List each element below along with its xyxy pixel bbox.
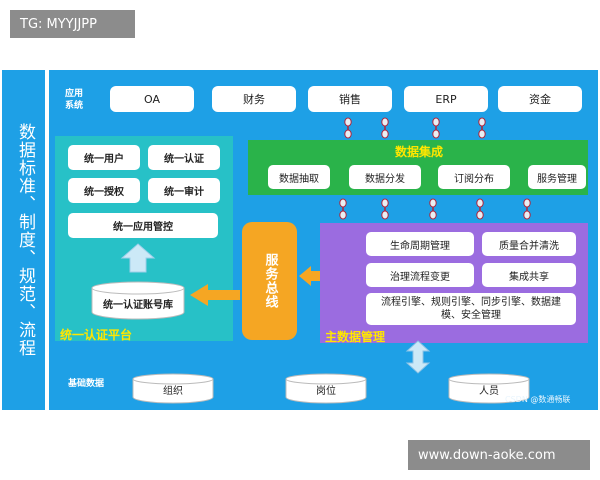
connector-icon xyxy=(339,198,347,220)
connector-icon xyxy=(523,198,531,220)
integration-item-2: 订阅分布 xyxy=(438,165,510,189)
service-bus-label: 服务总线 xyxy=(262,253,278,309)
connector-icon xyxy=(381,117,389,139)
base-item-1: 岗位 xyxy=(316,386,336,397)
mdm-item-3: 集成共享 xyxy=(482,263,576,287)
integration-title: 数据集成 xyxy=(395,145,444,159)
app-control-box: 统一应用管控 xyxy=(68,213,218,238)
mdm-engine-box: 流程引擎、规则引擎、同步引擎、数据建模、安全管理 xyxy=(366,293,576,325)
database-icon xyxy=(285,373,367,404)
side-label: 数据标准、制度、规范、流程 xyxy=(15,123,35,357)
left-arrow-icon xyxy=(299,266,323,286)
mdm-item-0: 生命周期管理 xyxy=(366,232,474,256)
base-data-label: 基础数据 xyxy=(68,379,105,389)
auth-item-2: 统一授权 xyxy=(68,178,140,203)
integration-item-0: 数据抽取 xyxy=(268,165,330,189)
auth-item-3: 统一审计 xyxy=(148,178,220,203)
connector-icon xyxy=(344,117,352,139)
up-arrow-icon xyxy=(120,243,156,273)
mdm-item-1: 质量合并清洗 xyxy=(482,232,576,256)
database-icon xyxy=(132,373,214,404)
integration-item-1: 数据分发 xyxy=(349,165,421,189)
mdm-title: 主数据管理 xyxy=(325,330,386,344)
connector-icon xyxy=(478,117,486,139)
account-database-icon xyxy=(91,281,185,320)
side-divider xyxy=(45,70,49,410)
mdm-item-2: 治理流程变更 xyxy=(366,263,474,287)
account-database-label: 统一认证账号库 xyxy=(103,300,173,311)
connector-icon xyxy=(476,198,484,220)
connector-icon xyxy=(429,198,437,220)
app-box-2: 销售 xyxy=(308,86,392,112)
auth-platform-title: 统一认证平台 xyxy=(60,328,133,342)
integration-item-3: 服务管理 xyxy=(528,165,586,189)
app-box-4: 资金 xyxy=(498,86,582,112)
app-box-0: OA xyxy=(110,86,194,112)
base-item-2: 人员 xyxy=(479,386,499,397)
left-arrow-icon xyxy=(190,284,240,306)
watermark: CSDN @数通畅联 xyxy=(505,395,571,404)
auth-item-0: 统一用户 xyxy=(68,145,140,170)
up-down-arrow-icon xyxy=(405,340,431,374)
connector-icon xyxy=(432,117,440,139)
service-bus xyxy=(242,222,297,340)
app-label: 应用 系统 xyxy=(65,89,84,111)
base-item-0: 组织 xyxy=(163,386,183,397)
bottom-tag: www.down-aoke.com xyxy=(408,440,590,470)
auth-item-1: 统一认证 xyxy=(148,145,220,170)
app-box-3: ERP xyxy=(404,86,488,112)
app-box-1: 财务 xyxy=(212,86,296,112)
connector-icon xyxy=(381,198,389,220)
database-icon xyxy=(448,373,530,404)
top-tag: TG: MYYJJPP xyxy=(10,10,135,38)
